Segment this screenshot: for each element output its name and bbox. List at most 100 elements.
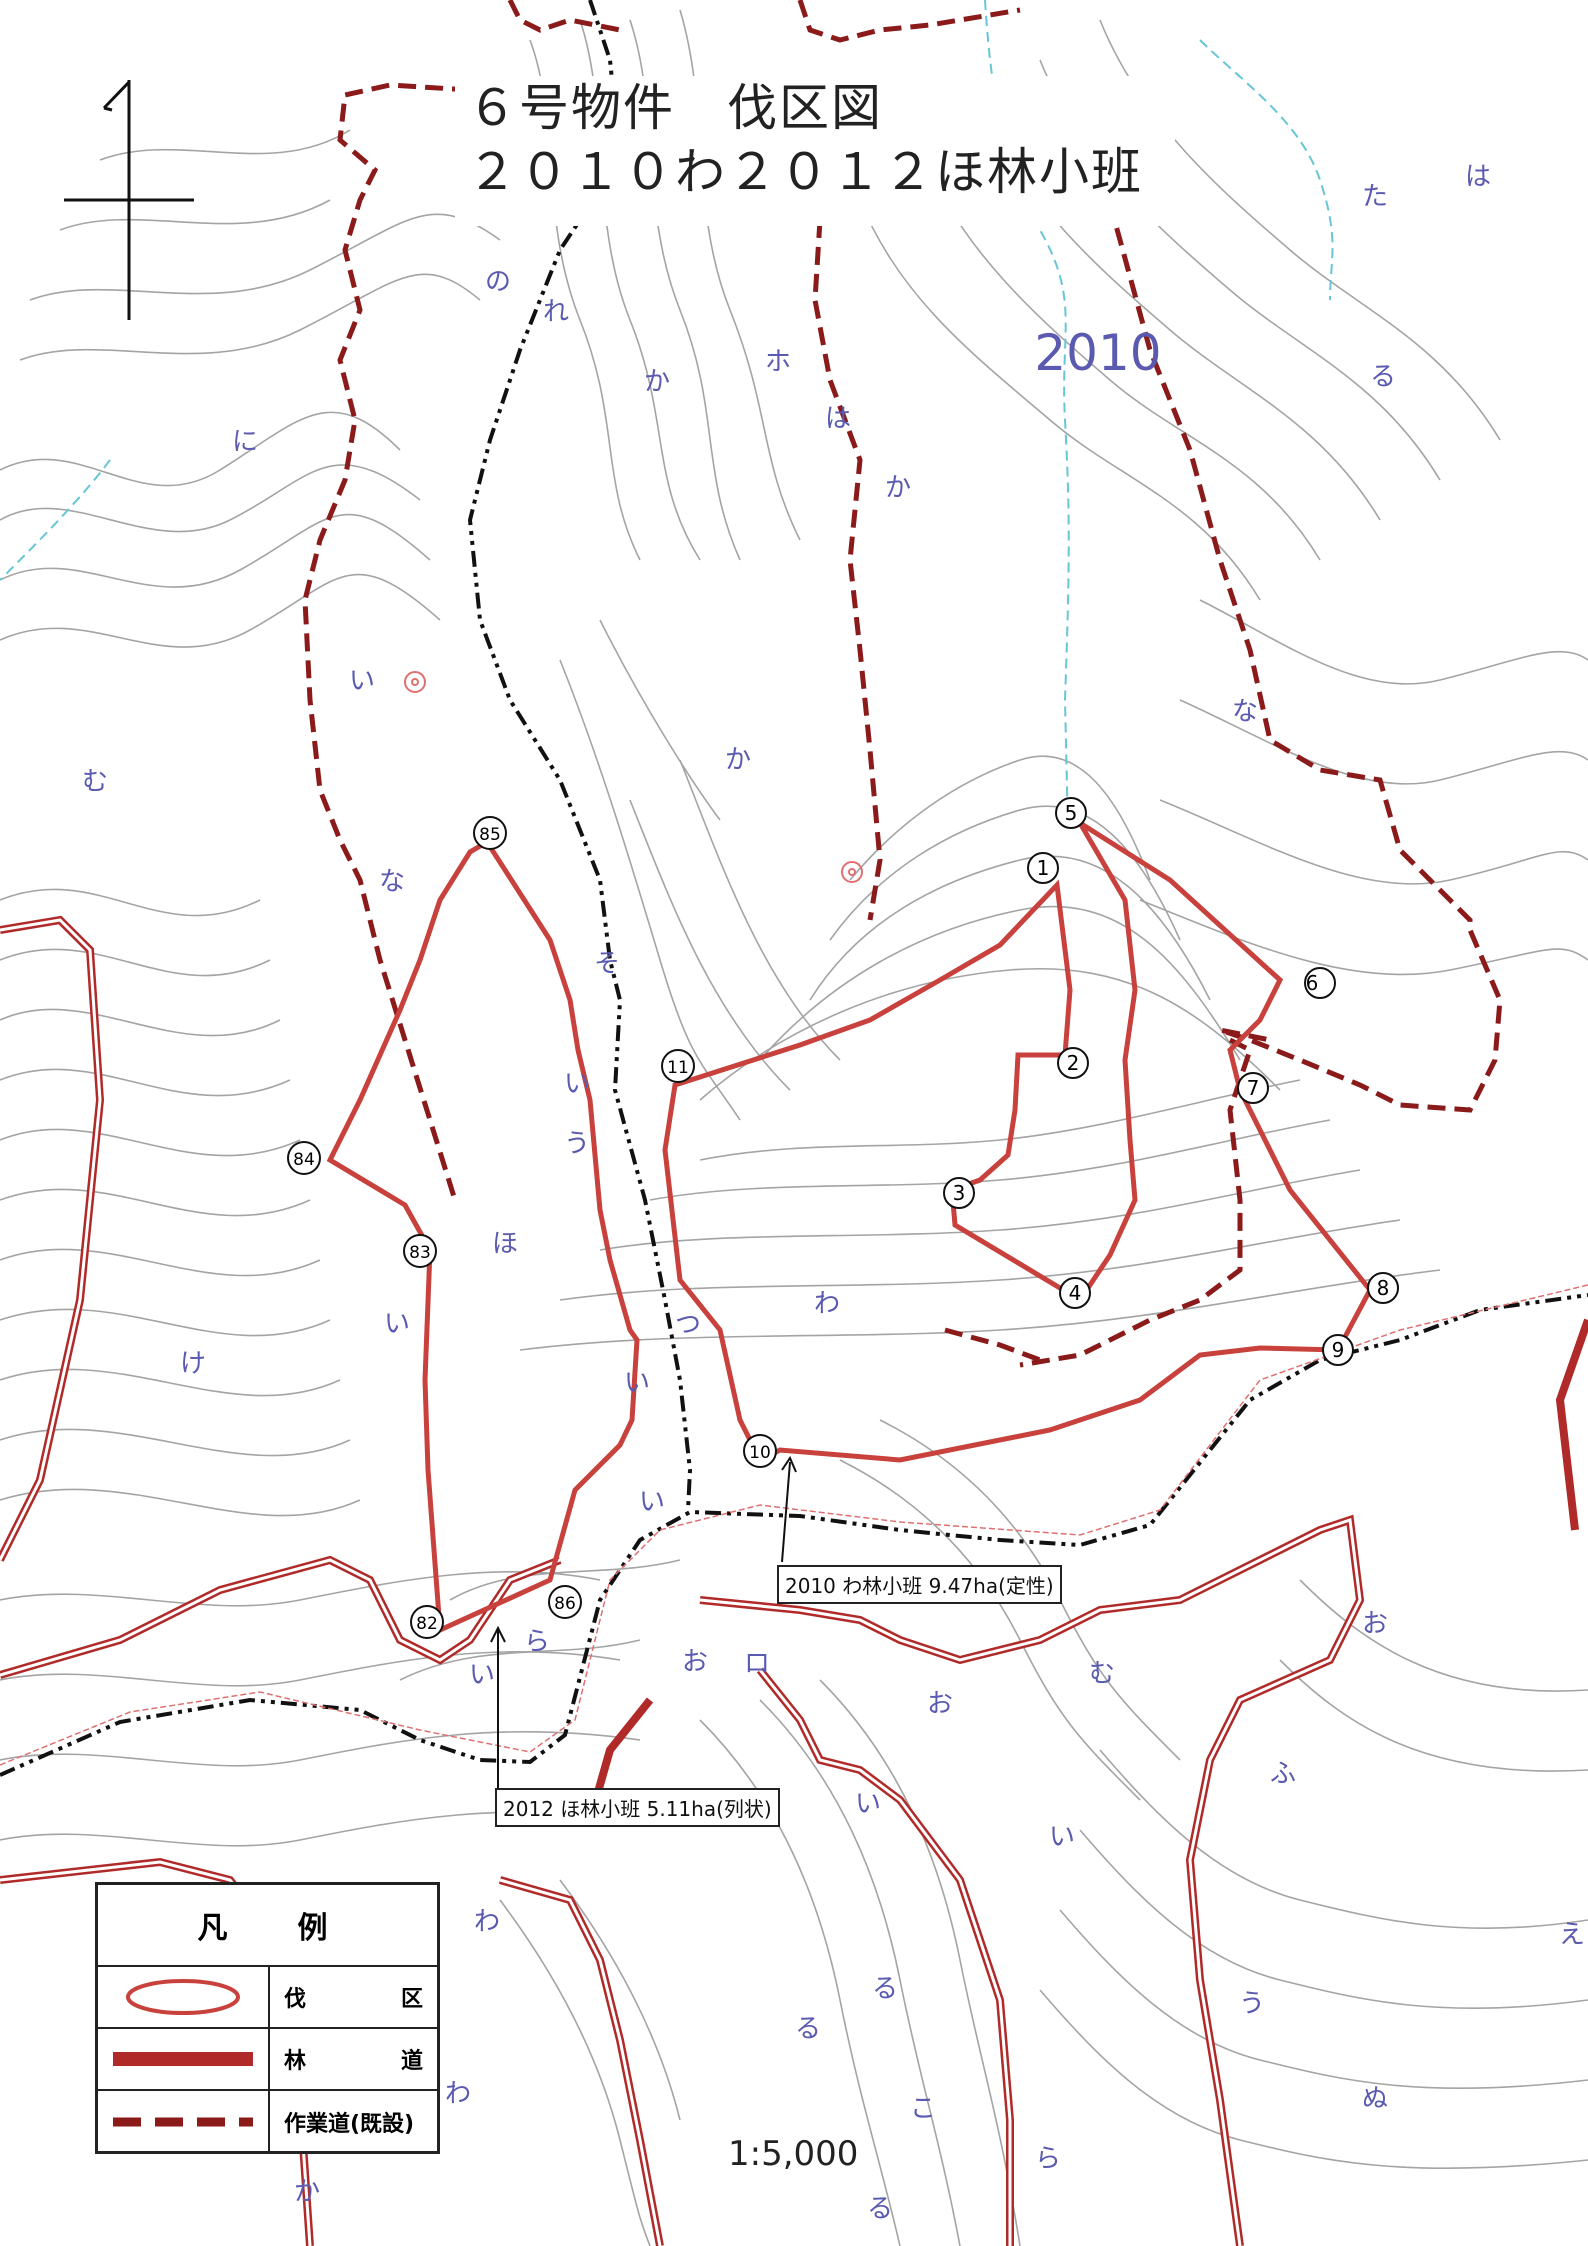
svg-text:む: む bbox=[82, 767, 108, 797]
svg-text:の: の bbox=[485, 267, 511, 297]
legend-row-forest-road: 林 道 bbox=[98, 2029, 437, 2091]
forest-road-symbol bbox=[98, 2029, 270, 2089]
svg-text:な: な bbox=[1232, 697, 1258, 727]
point-markers: 1 2 3 4 5 6 7 8 9 10 11 82 83 84 85 86 bbox=[287, 797, 1399, 1639]
svg-text:86: 86 bbox=[554, 1594, 576, 1614]
point-83: 83 bbox=[403, 1234, 437, 1268]
point-8: 8 bbox=[1367, 1272, 1399, 1304]
svg-text:ロ: ロ bbox=[744, 1649, 770, 1679]
svg-text:む: む bbox=[1089, 1659, 1115, 1689]
svg-text:1: 1 bbox=[1037, 856, 1050, 880]
svg-text:4: 4 bbox=[1069, 1281, 1082, 1305]
title-line-2: ２０１０わ２０１２ほ林小班 bbox=[467, 143, 1143, 201]
map-labels: の れ か ホ は か に い か む な そ い う ほ い つ い わ け … bbox=[82, 162, 1585, 2224]
svg-text:7: 7 bbox=[1247, 1076, 1260, 1100]
svg-text:る: る bbox=[795, 2014, 821, 2044]
point-4: 4 bbox=[1059, 1277, 1091, 1309]
svg-text:ふ: ふ bbox=[1270, 1759, 1296, 1789]
svg-text:84: 84 bbox=[293, 1150, 315, 1170]
work-roads bbox=[302, 0, 1503, 1368]
legend: 凡例 伐 区 林 道 作業道(既設) bbox=[95, 1882, 440, 2154]
svg-text:う: う bbox=[564, 1129, 590, 1159]
point-11: 11 bbox=[661, 1049, 695, 1083]
svg-text:れ: れ bbox=[543, 297, 569, 327]
svg-text:お: お bbox=[1362, 1609, 1388, 1639]
point-7: 7 bbox=[1237, 1072, 1269, 1104]
svg-text:ら: ら bbox=[1035, 2144, 1061, 2174]
svg-text:か: か bbox=[885, 473, 911, 503]
svg-text:い: い bbox=[469, 1660, 495, 1690]
point-1: 1 bbox=[1027, 852, 1059, 884]
callout-wa-subcompartment: 2010 わ林小班 9.47ha(定性) bbox=[777, 1565, 1062, 1604]
svg-text:85: 85 bbox=[479, 825, 501, 845]
red-thin-road bbox=[0, 1284, 1588, 1766]
svg-text:お: お bbox=[927, 1689, 953, 1719]
svg-text:け: け bbox=[180, 1349, 206, 1379]
svg-text:83: 83 bbox=[409, 1243, 431, 1263]
svg-text:ホ: ホ bbox=[765, 347, 791, 377]
svg-text:6: 6 bbox=[1306, 971, 1319, 995]
svg-text:る: る bbox=[872, 1974, 898, 2004]
cutting-area-ho-outline bbox=[326, 838, 640, 1634]
legend-label-right: 区 bbox=[400, 1987, 423, 2012]
title-line-1: ６号物件 伐区図 bbox=[467, 79, 883, 137]
svg-text:る: る bbox=[867, 2194, 893, 2224]
svg-text:ら: ら bbox=[524, 1627, 550, 1657]
svg-text:わ: わ bbox=[814, 1289, 840, 1319]
north-arrow bbox=[64, 80, 194, 320]
point-86: 86 bbox=[548, 1585, 582, 1619]
legend-label-left: 林 bbox=[284, 2049, 307, 2074]
point-82: 82 bbox=[410, 1605, 444, 1639]
svg-text:は: は bbox=[825, 404, 851, 434]
svg-text:2: 2 bbox=[1067, 1051, 1080, 1075]
legend-label-left: 作業道(既設) bbox=[284, 2112, 415, 2137]
legend-row-work-road: 作業道(既設) bbox=[98, 2091, 437, 2153]
point-5: 5 bbox=[1055, 797, 1087, 829]
stream-line bbox=[0, 0, 1334, 831]
work-road-symbol bbox=[98, 2091, 270, 2153]
legend-title: 凡例 bbox=[98, 1885, 437, 1967]
point-2: 2 bbox=[1057, 1047, 1089, 1079]
svg-text:お: お bbox=[682, 1647, 708, 1677]
svg-text:い: い bbox=[639, 1487, 665, 1517]
legend-label-left: 伐 bbox=[284, 1987, 307, 2012]
point-10: 10 bbox=[743, 1434, 777, 1468]
svg-text:う: う bbox=[1239, 1989, 1265, 2019]
svg-text:な: な bbox=[379, 867, 405, 897]
svg-text:82: 82 bbox=[416, 1614, 438, 1634]
compartment-number: 2010 bbox=[1034, 324, 1161, 382]
svg-text:い: い bbox=[624, 1368, 650, 1398]
svg-text:9: 9 bbox=[1332, 1338, 1345, 1362]
svg-text:い: い bbox=[1049, 1822, 1075, 1852]
svg-text:5: 5 bbox=[1065, 801, 1078, 825]
svg-text:10: 10 bbox=[749, 1443, 771, 1463]
svg-text:い: い bbox=[349, 666, 375, 696]
svg-text:は: は bbox=[1465, 162, 1491, 192]
cutting-areas bbox=[326, 820, 1373, 1634]
point-85: 85 bbox=[473, 816, 507, 850]
point-3: 3 bbox=[943, 1177, 975, 1209]
cutting-area-symbol bbox=[98, 1967, 270, 2027]
legend-label-right: 道 bbox=[400, 2049, 423, 2074]
legend-row-cutting-area: 伐 区 bbox=[98, 1967, 437, 2029]
svg-text:8: 8 bbox=[1377, 1276, 1390, 1300]
svg-text:つ: つ bbox=[675, 1310, 701, 1340]
svg-text:い: い bbox=[564, 1069, 590, 1099]
svg-text:ほ: ほ bbox=[492, 1229, 518, 1259]
point-84: 84 bbox=[287, 1141, 321, 1175]
svg-text:わ: わ bbox=[445, 2079, 471, 2109]
svg-text:わ: わ bbox=[474, 1907, 500, 1937]
map-title: ６号物件 伐区図 ２０１０わ２０１２ほ林小班 bbox=[455, 76, 1175, 226]
cutting-area-wa-outline bbox=[662, 820, 1373, 1464]
svg-text:え: え bbox=[1559, 1920, 1585, 1950]
site-symbols bbox=[404, 671, 863, 883]
svg-text:る: る bbox=[1370, 362, 1396, 392]
svg-text:か: か bbox=[294, 2177, 320, 2207]
svg-text:い: い bbox=[855, 1789, 881, 1819]
svg-text:そ: そ bbox=[594, 949, 620, 979]
svg-text:3: 3 bbox=[953, 1181, 966, 1205]
svg-text:11: 11 bbox=[667, 1058, 689, 1078]
scale-label: 1:5,000 bbox=[728, 2134, 859, 2174]
svg-text:か: か bbox=[644, 367, 670, 397]
svg-text:に: に bbox=[232, 427, 258, 457]
